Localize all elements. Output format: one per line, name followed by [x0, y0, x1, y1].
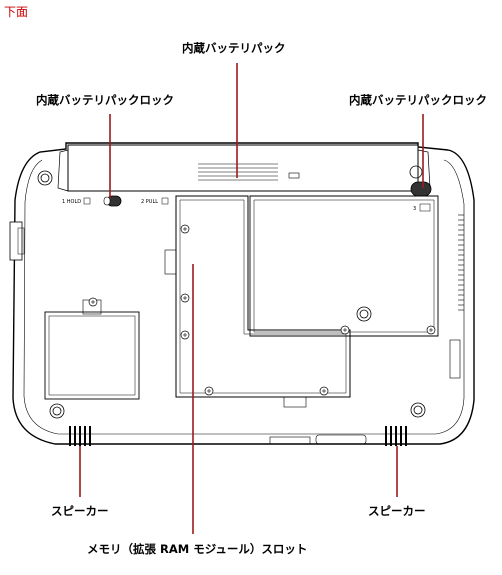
battery-lock-left-icon: [103, 195, 122, 207]
speaker-grille-left-icon: [69, 426, 91, 446]
laptop-body-inner-outline: [23, 159, 465, 435]
label-battery-lock-right: 内蔵バッテリパックロック: [349, 93, 487, 107]
label-speaker-right: スピーカー: [368, 504, 426, 518]
battery-label-mark: [288, 172, 300, 179]
leader-lines: [79, 63, 424, 534]
label-battery-pack: 内蔵バッテリパック: [182, 41, 286, 55]
hdd-bay: [44, 311, 140, 400]
switch-label-pull: 2 PULL: [141, 199, 158, 205]
switch-label-lock-right: 3: [413, 206, 416, 212]
speaker-grille-right-icon: [385, 426, 407, 446]
rubber-foot-icons: [37, 170, 426, 419]
right-compartment: [249, 195, 439, 337]
page-heading: 下面: [4, 5, 29, 19]
memory-slot-cover: [175, 195, 351, 398]
battery-lock-right-icon: [409, 165, 432, 197]
switch-label-hold: 1 HOLD: [62, 199, 81, 205]
label-memory-slot: メモリ（拡張 RAM モジュール）スロット: [87, 542, 308, 556]
label-speaker-left: スピーカー: [51, 504, 109, 518]
label-battery-lock-left: 内蔵バッテリパックロック: [36, 93, 174, 107]
battery-vent: [198, 163, 278, 181]
